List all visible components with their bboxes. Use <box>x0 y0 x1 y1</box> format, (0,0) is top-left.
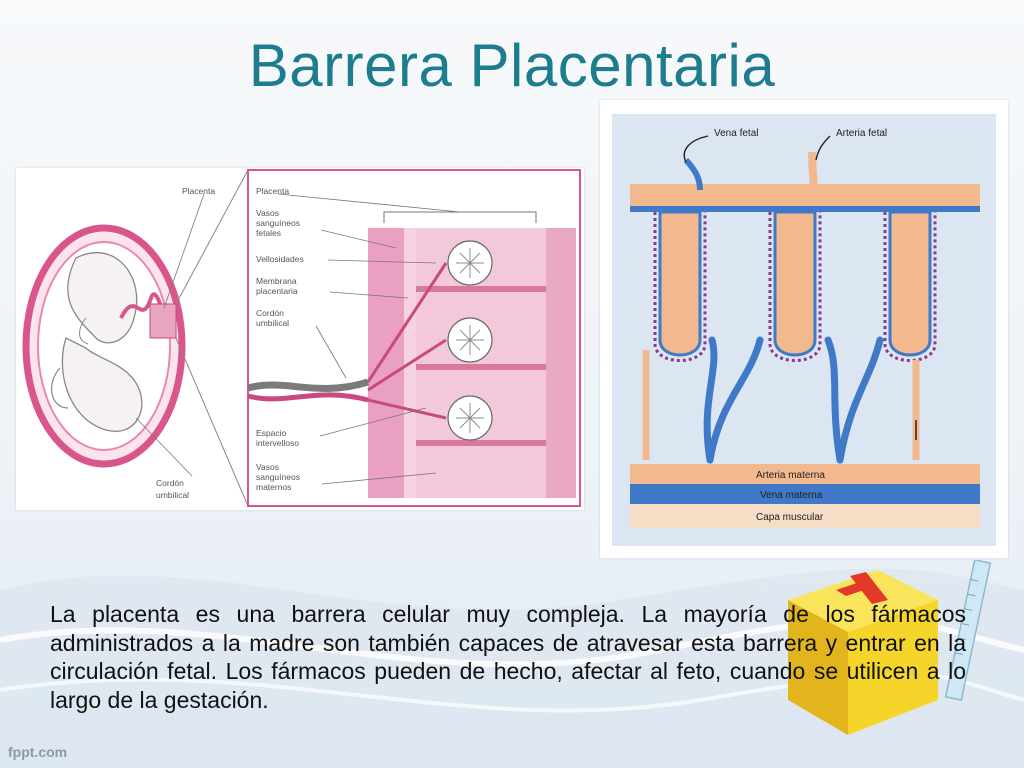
slide-title: Barrera Placentaria <box>248 32 776 99</box>
label-vasos-maternos-1: Vasos <box>256 462 279 472</box>
label-vasos-fetales-1: Vasos <box>256 208 279 218</box>
label-arteria-materna: Arteria materna <box>756 470 825 481</box>
footer-brand: fppt.com <box>8 744 68 760</box>
label-vena-fetal: Vena fetal <box>714 128 758 139</box>
label-capa-muscular: Capa muscular <box>756 512 824 523</box>
label-vasos-fetales-3: fetales <box>256 228 281 238</box>
label-vasos-maternos-3: maternos <box>256 482 291 492</box>
label-arteria-fetal: Arteria fetal <box>836 128 887 139</box>
placental-circulation-diagram: Vena fetal Arteria fetal Arteria materna… <box>612 114 996 546</box>
figure-placental-circulation: Vena fetal Arteria fetal Arteria materna… <box>600 100 1008 558</box>
label-vena-materna: Vena materna <box>760 490 823 501</box>
label-membrana-1: Membrana <box>256 276 297 286</box>
label-membrana-2: placentaria <box>256 286 298 296</box>
syringe-icon <box>944 560 992 702</box>
label-espacio-1: Espacio <box>256 428 287 438</box>
first-aid-kit-icon <box>788 560 992 735</box>
label-vasos-fetales-2: sanguíneos <box>256 218 300 228</box>
label-cordon: Cordón <box>156 478 184 488</box>
label-espacio-2: intervelloso <box>256 438 299 448</box>
fetus-placenta-diagram: Placenta Cordón umbilical Placenta Vasos… <box>22 169 581 507</box>
label-cordon-r2: umbilical <box>256 318 289 328</box>
figure-fetus-placenta: Placenta Cordón umbilical Placenta Vasos… <box>16 168 584 510</box>
label-vellosidades: Vellosidades <box>256 254 304 264</box>
label-cordon-r1: Cordón <box>256 308 284 318</box>
label-umbilical: umbilical <box>156 490 189 500</box>
label-placenta-detail: Placenta <box>256 186 289 196</box>
slide-body-text: La placenta es una barrera celular muy c… <box>50 601 966 713</box>
label-placenta: Placenta <box>182 186 215 196</box>
label-vasos-maternos-2: sanguíneos <box>256 472 300 482</box>
